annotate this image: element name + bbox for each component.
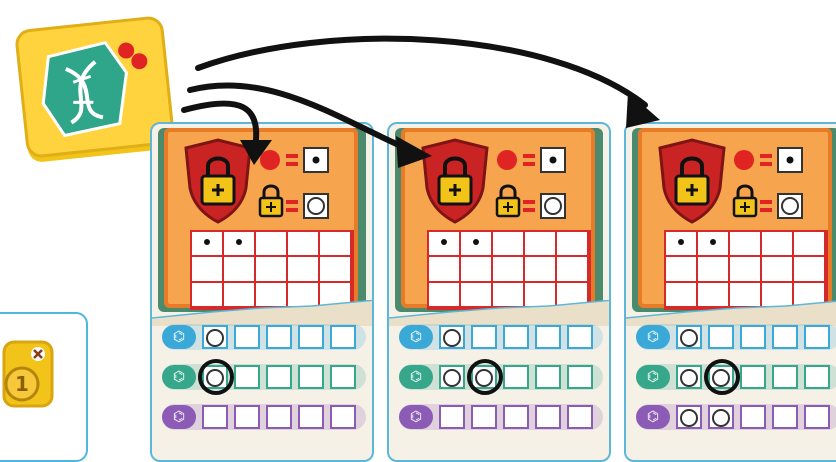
arrow-to-card-2 (190, 85, 410, 150)
arrowhead-2 (396, 136, 432, 168)
arrowhead-1 (240, 140, 272, 165)
arrowhead-3 (626, 92, 660, 128)
arrow-to-card-3 (198, 39, 645, 105)
